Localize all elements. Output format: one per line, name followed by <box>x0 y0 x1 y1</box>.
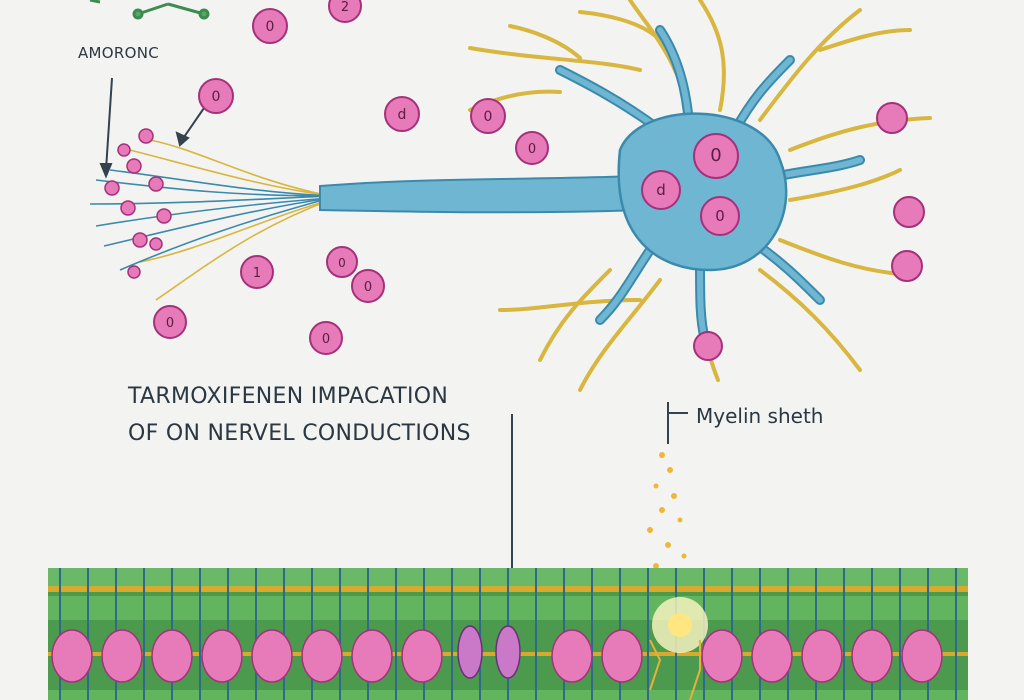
particle-glyph: d <box>398 107 407 123</box>
ion-channel <box>457 625 521 679</box>
membrane-cell <box>751 629 793 683</box>
particle-glyph: d <box>656 181 666 199</box>
particle-glyph: 0 <box>484 109 493 125</box>
membrane-cell <box>101 629 143 683</box>
membrane-cell <box>301 629 343 683</box>
dendrites <box>468 0 932 392</box>
particle-glyph: 0 <box>710 145 721 166</box>
particle <box>198 78 234 114</box>
membrane-cell <box>601 629 643 683</box>
particle <box>470 98 506 134</box>
particle-glyph: 0 <box>338 256 346 270</box>
particle-glyph: 0 <box>364 280 372 295</box>
membrane-cell <box>901 629 943 683</box>
axon <box>319 174 644 214</box>
membrane-cell <box>151 629 193 683</box>
particle-glyph: 0 <box>266 19 275 35</box>
top-label: AMORONC <box>78 44 160 62</box>
membrane-cell <box>701 629 743 683</box>
particle <box>326 246 358 278</box>
pointer-arrows <box>99 77 205 179</box>
particle-glyph: 1 <box>253 266 261 281</box>
particle-glyph: 0 <box>715 207 725 225</box>
particle <box>240 255 274 289</box>
particle-glyph: 0 <box>166 316 174 331</box>
membrane-cell <box>251 629 293 683</box>
myelin-label: Myelin sheth <box>696 404 824 428</box>
particle <box>515 131 549 165</box>
particle-glyph: 0 <box>322 332 330 347</box>
particle <box>309 321 343 355</box>
particle <box>351 269 385 303</box>
diagram-title-line-2: OF ON NERVEL CONDUCTIONS <box>128 421 471 446</box>
particle <box>153 305 187 339</box>
membrane-cell <box>551 629 593 683</box>
particle-glyph: 0 <box>528 142 536 157</box>
cell-membrane <box>48 568 968 700</box>
membrane-cell <box>401 629 443 683</box>
membrane-cell <box>201 629 243 683</box>
membrane-cell <box>51 629 93 683</box>
axon-terminal-fibers <box>89 139 331 301</box>
particle <box>328 0 362 23</box>
particle-glyph: 2 <box>341 0 349 15</box>
particle <box>891 250 923 282</box>
particle <box>700 196 740 236</box>
particle <box>384 96 420 132</box>
signal-burst <box>649 597 708 700</box>
molecule-icon <box>89 0 210 20</box>
particle <box>893 196 925 228</box>
particle-glyph: 0 <box>212 89 221 105</box>
terminal-beads <box>104 128 172 279</box>
diagram-title-line-1: TARMOXIFENEN IMPACATION <box>128 384 449 409</box>
particle <box>876 102 908 134</box>
particle <box>693 331 723 361</box>
particle <box>693 133 739 179</box>
neuron-soma <box>617 112 788 272</box>
signal-sparks <box>647 452 687 583</box>
membrane-cell <box>351 629 393 683</box>
particle-group: 0 2 0 d 0 0 1 0 0 0 0 0 d 0 <box>153 0 925 361</box>
particle <box>252 8 288 44</box>
particle <box>641 170 681 210</box>
membrane-cell <box>851 629 893 683</box>
membrane-cell <box>801 629 843 683</box>
